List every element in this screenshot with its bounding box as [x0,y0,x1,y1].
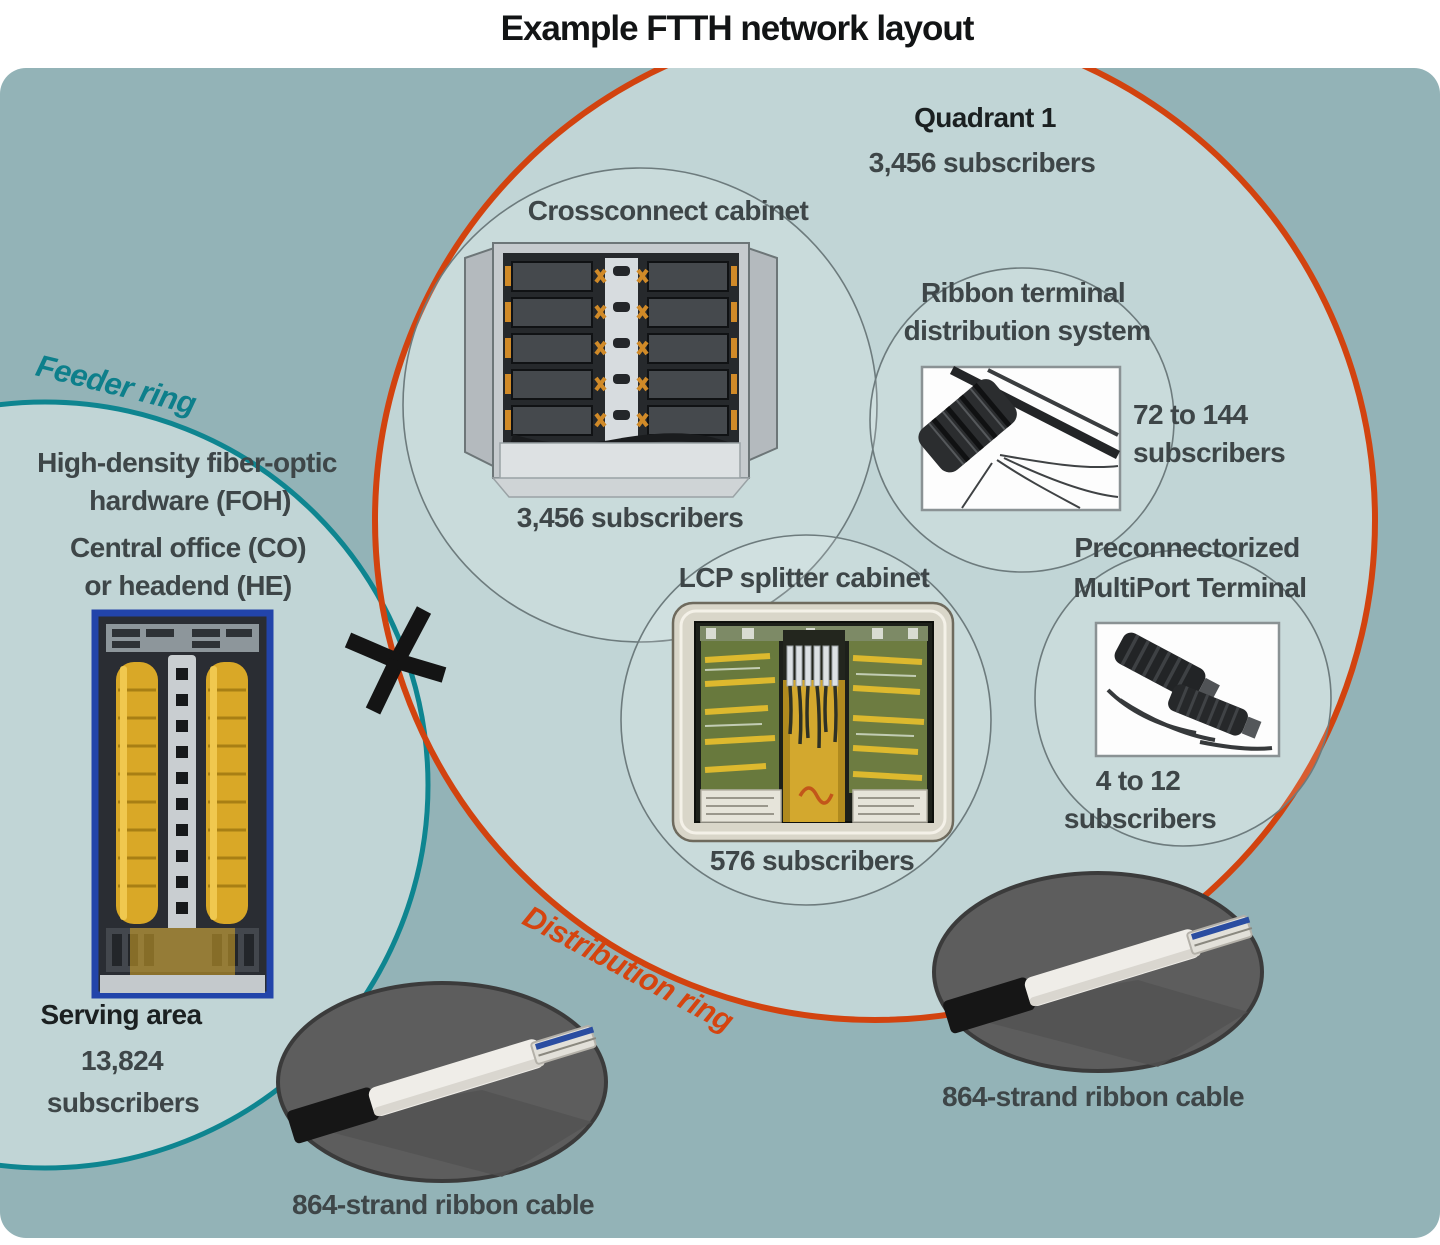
quadrant-name: Quadrant 1 [914,102,1056,133]
lcp-subscribers: 576 subscribers [709,845,915,876]
foh-label-line1: High-density fiber-optic [37,447,337,478]
ribbon-terminal-capacity-line1: 72 to 144 [1133,399,1248,430]
diagram-title: Example FTTH network layout [500,9,975,48]
ribbon-cable-photo-right [932,871,1264,1073]
central-office-rack-photo [91,609,274,999]
ribbon-cable-label-right: 864-strand ribbon cable [941,1081,1245,1112]
ribbon-terminal-capacity-line2: subscribers [1133,437,1286,468]
crossconnect-label: Crossconnect cabinet [527,195,809,226]
serving-area-subscribers-line2: subscribers [46,1087,200,1118]
multiport-label-line2: MultiPort Terminal [1073,572,1308,603]
serving-area-label: Serving area [40,999,203,1030]
crossconnect-cabinet-photo [464,242,778,498]
lcp-splitter-cabinet-photo [671,601,955,843]
ribbon-cable-label-left: 864-strand ribbon cable [291,1189,595,1220]
distribution-ring-circle [372,68,1378,1023]
multiport-terminal-photo [1094,621,1281,758]
serving-area-subscribers-line1: 13,824 [80,1045,164,1076]
quadrant-subscribers: 3,456 subscribers [868,147,1096,178]
ribbon-cable-photo-left [276,981,608,1183]
central-office-label-line2: or headend (HE) [84,570,292,601]
central-office-label-line1: Central office (CO) [70,532,307,563]
lcp-label: LCP splitter cabinet [678,562,930,593]
feeder-ring-circle [0,399,431,1171]
ribbon-terminal-photo [918,365,1122,512]
ribbon-terminal-label-line2: distribution system [903,315,1151,346]
foh-label-line2: hardware (FOH) [89,485,291,516]
multiport-label-line1: Preconnectorized [1074,532,1300,563]
multiport-capacity-line2: subscribers [1063,803,1217,834]
multiport-capacity-line1: 4 to 12 [1095,765,1181,796]
crossconnect-subscribers: 3,456 subscribers [516,502,744,533]
ribbon-terminal-label-line1: Ribbon terminal [920,277,1126,308]
connection-x-mark [344,606,447,715]
